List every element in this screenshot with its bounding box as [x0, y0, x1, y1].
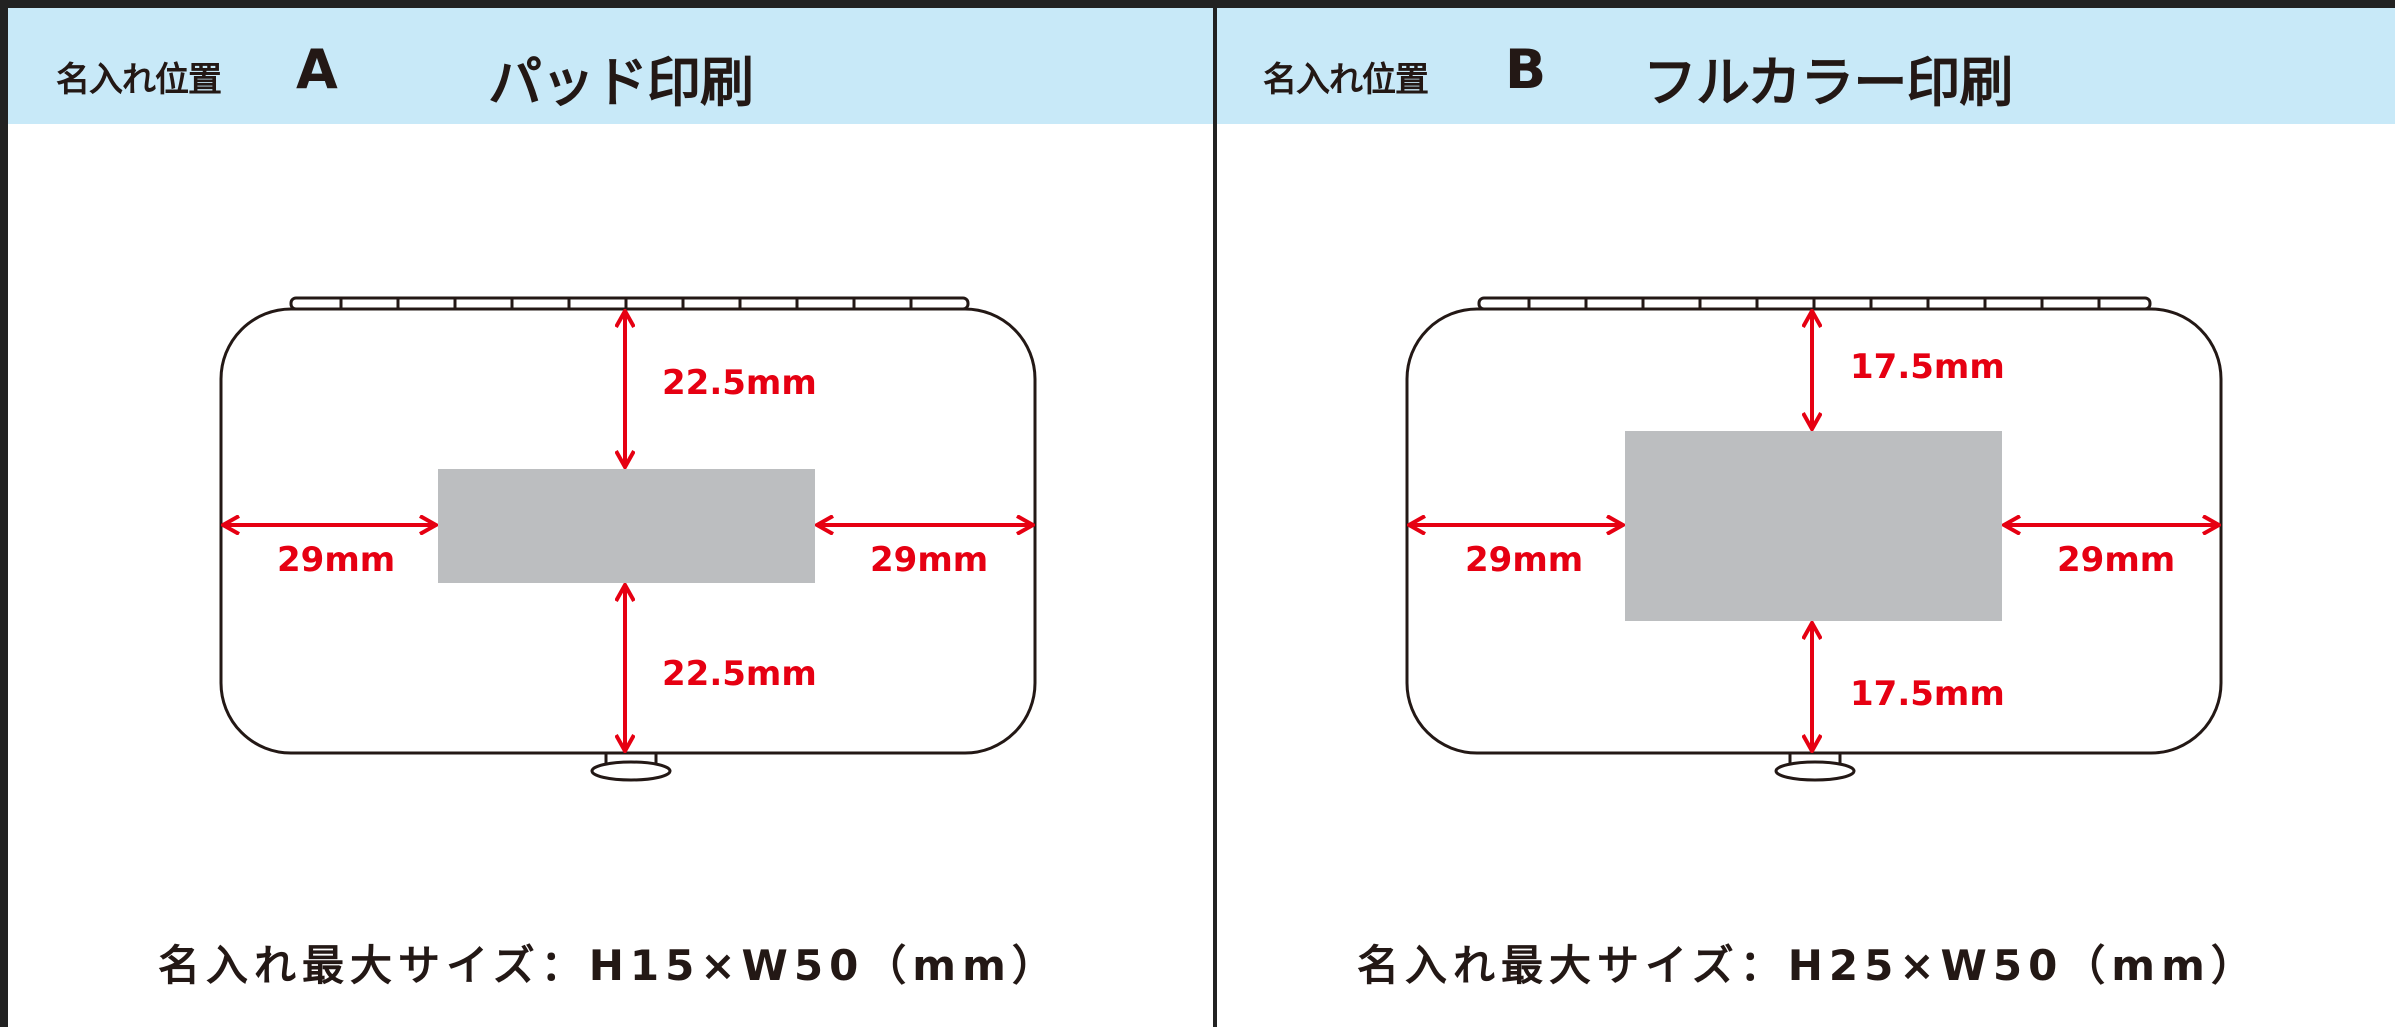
panel-b-left-dimension: 29mm — [1465, 540, 1583, 580]
panel-a-position-label: 名入れ位置 — [56, 60, 222, 100]
panel-b-top-dimension: 17.5mm — [1850, 347, 2005, 387]
panel-a-right-dimension: 29mm — [870, 540, 988, 580]
panel-b-right-dimension: 29mm — [2057, 540, 2175, 580]
panel-b-hinge-strip — [1477, 296, 2152, 311]
panel-a-bottom-dimension: 22.5mm — [662, 654, 817, 694]
panel-a-left-dimension: 29mm — [277, 540, 395, 580]
panel-a-max-size: 名入れ最大サイズ：H15×W50（mm） — [158, 941, 1060, 990]
panel-b: 名入れ位置 B フルカラー印刷 — [1217, 8, 2395, 1027]
panel-a-hinge-strip — [289, 296, 970, 311]
panel-b-case-diagram: 17.5mm 17.5mm 29mm 29mm — [1405, 296, 2223, 782]
panel-b-clasp — [1774, 753, 1856, 782]
panel-a-clasp — [590, 753, 672, 782]
panel-b-max-size: 名入れ最大サイズ：H25×W50（mm） — [1357, 941, 2259, 990]
panel-b-header: 名入れ位置 B フルカラー印刷 — [1217, 8, 2395, 124]
panel-divider — [1213, 0, 1217, 1027]
panel-a-top-dimension: 22.5mm — [662, 363, 817, 403]
panel-a-print-area — [438, 469, 815, 583]
panel-b-print-area — [1625, 431, 2002, 621]
panel-a-position-letter: A — [296, 38, 338, 101]
panel-a: 名入れ位置 A パッド印刷 — [8, 8, 1213, 1027]
panel-b-bottom-dimension: 17.5mm — [1850, 674, 2005, 714]
panel-a-header: 名入れ位置 A パッド印刷 — [8, 8, 1213, 124]
panel-b-position-letter: B — [1505, 38, 1547, 101]
panel-b-position-label: 名入れ位置 — [1263, 60, 1429, 100]
panel-a-method-title: パッド印刷 — [488, 51, 754, 114]
panel-b-method-title: フルカラー印刷 — [1643, 51, 2013, 114]
panel-a-case-diagram: 22.5mm 22.5mm 29mm 29mm — [219, 296, 1037, 782]
